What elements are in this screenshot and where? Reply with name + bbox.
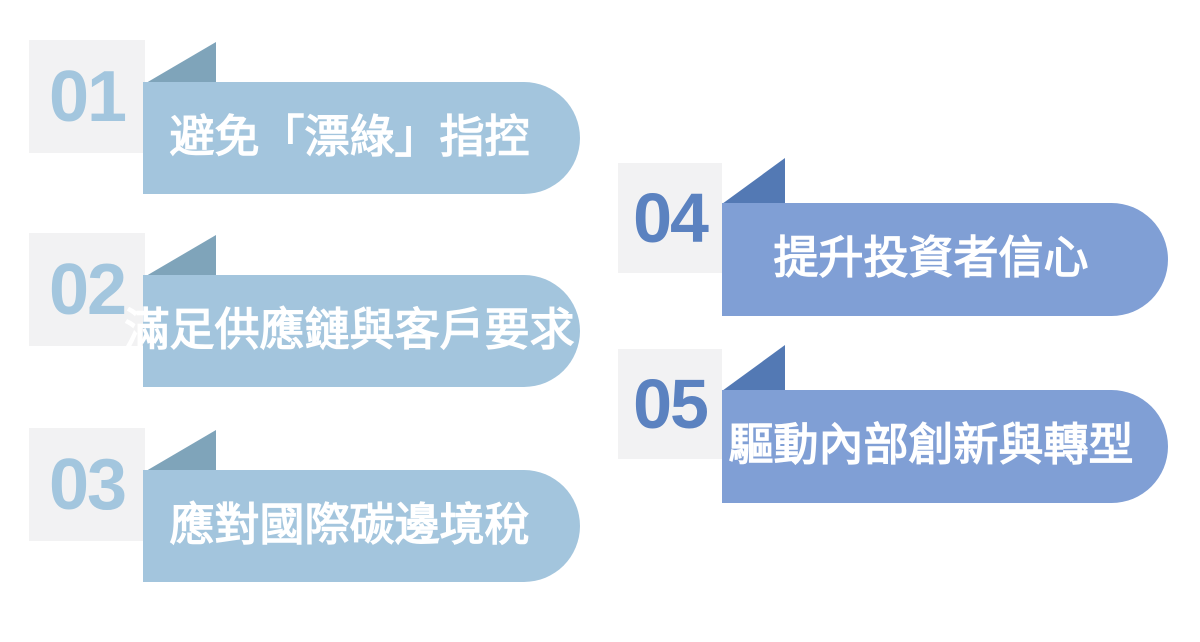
item-number: 01 bbox=[48, 56, 127, 137]
item-number: 05 bbox=[633, 365, 709, 443]
corner-fold-decoration bbox=[722, 345, 785, 391]
item-banner: 驅動內部創新與轉型 bbox=[722, 390, 1168, 503]
item-number-badge: 04 bbox=[618, 163, 722, 273]
item-banner: 滿足供應鏈與客戶要求 bbox=[125, 275, 580, 387]
item-number: 04 bbox=[633, 179, 709, 257]
corner-fold-decoration bbox=[722, 158, 785, 204]
item-label: 避免「漂綠」指控 bbox=[169, 110, 530, 162]
item-number-badge: 03 bbox=[29, 428, 145, 541]
item-number-badge: 02 bbox=[29, 233, 145, 346]
item-banner: 提升投資者信心 bbox=[722, 203, 1168, 316]
item-banner: 應對國際碳邊境稅 bbox=[143, 470, 580, 582]
item-label: 驅動內部創新與轉型 bbox=[728, 419, 1134, 470]
item-banner: 避免「漂綠」指控 bbox=[143, 82, 580, 194]
item-number-badge: 05 bbox=[618, 349, 722, 459]
corner-fold-decoration bbox=[146, 42, 216, 83]
corner-fold-decoration bbox=[146, 430, 216, 471]
item-label: 滿足供應鏈與客戶要求 bbox=[124, 303, 575, 355]
item-label: 應對國際碳邊境稅 bbox=[169, 498, 530, 550]
item-number: 02 bbox=[48, 249, 127, 330]
item-number: 03 bbox=[48, 444, 127, 525]
item-label: 提升投資者信心 bbox=[773, 232, 1089, 283]
item-number-badge: 01 bbox=[29, 40, 145, 153]
corner-fold-decoration bbox=[146, 235, 216, 276]
